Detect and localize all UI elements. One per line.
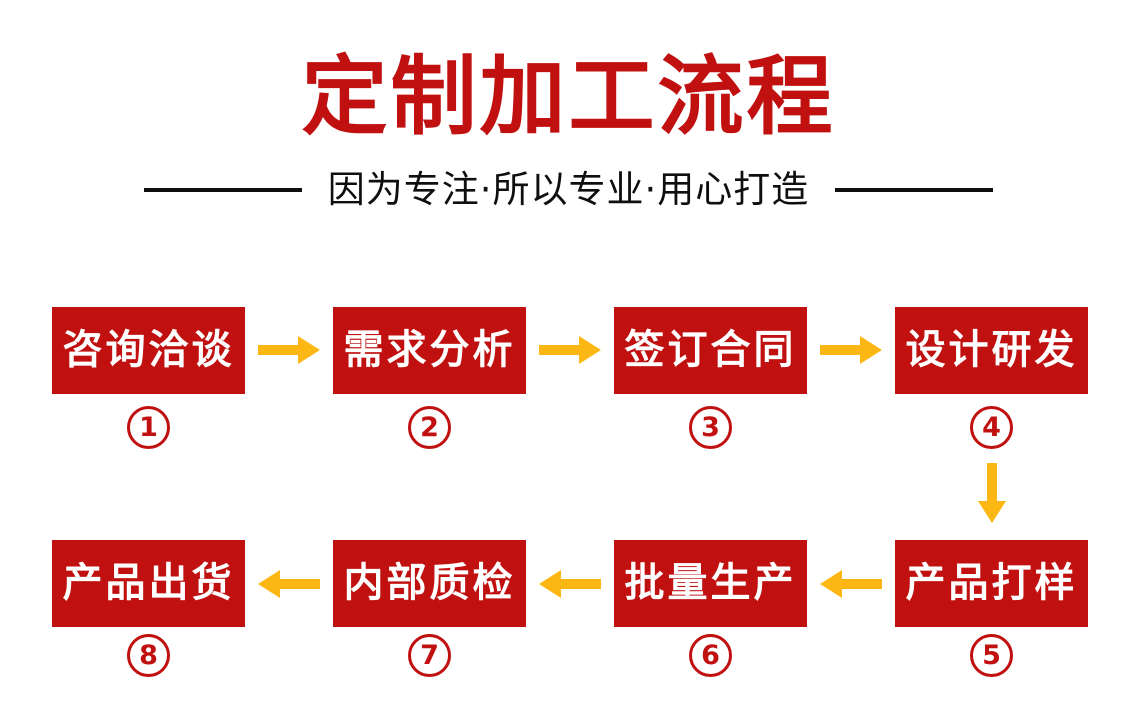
step-number-badge-2: 2 bbox=[408, 406, 451, 449]
right-divider-line bbox=[835, 188, 994, 192]
step-number-badge-5: 5 bbox=[970, 634, 1013, 677]
step-box-sign-contract: 签订合同 bbox=[614, 307, 807, 394]
step-box-consultation: 咨询洽谈 bbox=[52, 307, 245, 394]
step-number-badge-6: 6 bbox=[689, 634, 732, 677]
step-number-badge-4: 4 bbox=[970, 406, 1013, 449]
step-number-badge-8: 8 bbox=[127, 634, 170, 677]
arrow-down-icon bbox=[978, 463, 1006, 523]
arrow-right-icon bbox=[820, 336, 882, 364]
arrow-right-icon bbox=[258, 336, 320, 364]
step-box-mass-production: 批量生产 bbox=[614, 540, 807, 627]
step-box-design-rd: 设计研发 bbox=[895, 307, 1088, 394]
arrow-left-icon bbox=[258, 570, 320, 598]
step-number-badge-7: 7 bbox=[408, 634, 451, 677]
step-box-internal-qc: 内部质检 bbox=[333, 540, 526, 627]
subtitle-row: 因为专注·所以专业·用心打造 bbox=[0, 168, 1137, 212]
left-divider-line bbox=[143, 188, 302, 192]
step-box-product-sampling: 产品打样 bbox=[895, 540, 1088, 627]
step-box-demand-analysis: 需求分析 bbox=[333, 307, 526, 394]
page-title: 定制加工流程 bbox=[301, 47, 836, 147]
step-number-badge-3: 3 bbox=[689, 406, 732, 449]
page-subtitle: 因为专注·所以专业·用心打造 bbox=[327, 168, 810, 211]
arrow-left-icon bbox=[539, 570, 601, 598]
arrow-left-icon bbox=[820, 570, 882, 598]
step-box-product-shipment: 产品出货 bbox=[52, 540, 245, 627]
arrow-right-icon bbox=[539, 336, 601, 364]
step-number-badge-1: 1 bbox=[127, 406, 170, 449]
